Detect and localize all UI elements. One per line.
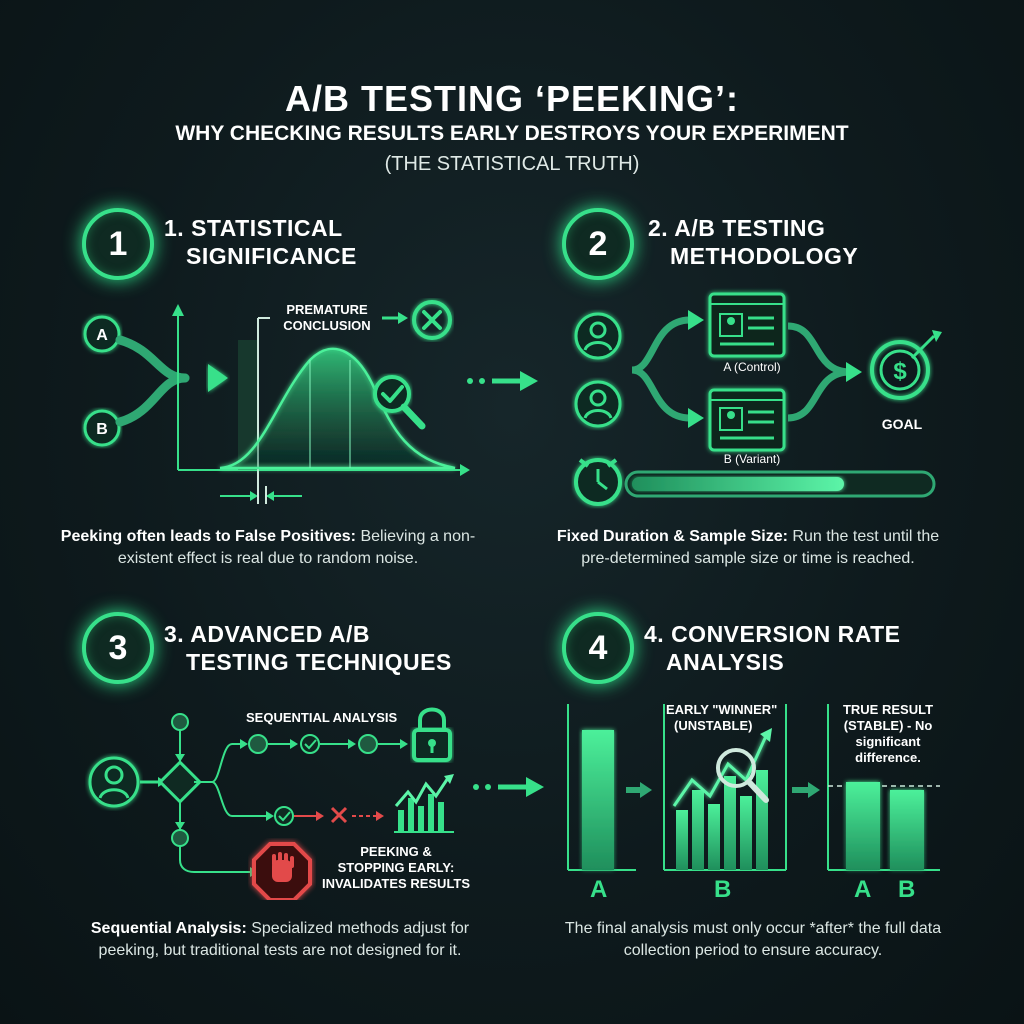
page-b-variant [708,388,786,452]
magnifier-icon [716,748,769,803]
bar-b-early-1 [676,810,688,870]
true-line4: difference. [855,750,921,765]
pair-label-a: A [854,876,872,903]
bar-b-early-3 [708,804,720,870]
section-2-caption-rest: Run the test until the pre-determined sa… [581,528,940,567]
bar-label-b: B [714,876,732,903]
merge-path-b [115,373,190,427]
bar-b-final [890,790,924,870]
variant-b-node: B [83,409,121,447]
duration-progress-fill [632,477,844,491]
peeking-line1: PEEKING & [360,844,432,859]
section-3-number-badge: 3 [82,612,154,684]
bar-b-early-4 [724,776,736,870]
early-winner-label: EARLY "WINNER" (UNSTABLE) [666,702,777,734]
section-1-diagram: A B [83,300,470,504]
user-icon-top [574,312,622,360]
true-line3: significant [855,734,921,749]
connector-arrow-3-4 [473,777,544,797]
true-line2: (STABLE) - No [843,718,933,733]
section-3-caption-rest: Specialized methods adjust for peeking, … [98,920,470,959]
bar-b-early-5 [740,796,752,870]
section-4-title-line2: ANALYSIS [666,649,785,675]
section-3-title-line2: TESTING TECHNIQUES [186,649,452,675]
goal-target-icon: $ [870,330,942,400]
true-line1: TRUE RESULT [842,702,934,717]
section-1-number: 1 [108,224,128,263]
section-4-diagram [567,704,940,871]
variant-label: B (Variant) [723,452,781,466]
connector-arrow-1-2 [467,371,538,391]
section-4-caption: The final analysis must only occur *afte… [564,920,942,959]
peeking-line2: STOPPING EARLY: [337,860,455,875]
section-2-title: 2. A/B TESTING METHODOLOGY [648,214,858,270]
goal-label: GOAL [881,416,923,432]
section-4-title-line1: 4. CONVERSION RATE [644,621,901,647]
label-b: B [96,421,108,438]
merge-path-a [115,335,190,383]
section-4-number: 4 [588,628,608,667]
user-icon-bottom [574,380,622,428]
pair-label-b: B [898,876,916,903]
section-2-number-badge: 2 [562,208,634,280]
lock-icon [412,707,452,762]
section-2-title-line1: 2. A/B TESTING [648,215,826,241]
premature-line1: PREMATURE [286,302,368,317]
svg-text:$: $ [893,358,907,385]
bar-label-a: A [590,876,608,903]
volatile-chart-icon [394,774,454,833]
section-3-caption: Sequential Analysis: Specialized methods… [60,918,500,962]
section-3-title: 3. ADVANCED A/B TESTING TECHNIQUES [164,620,452,676]
page-a-control [708,292,786,358]
stop-hand-icon [252,842,312,900]
page-title: A/B TESTING ‘PEEKING’: [284,78,740,119]
section-3-number: 3 [108,628,128,667]
variant-a-node: A [83,315,121,353]
bell-curve [219,347,456,470]
peeking-label: PEEKING & STOPPING EARLY: INVALIDATES RE… [316,844,476,892]
timer-icon [574,458,622,506]
page-subnote: (THE STATISTICAL TRUTH) [384,153,640,175]
section-1-number-badge: 1 [82,208,154,280]
section-2-diagram: $ [574,292,942,506]
section-1-caption-rest: Believing a non-existent effect is real … [117,528,476,567]
early-line1: EARLY "WINNER" [666,702,778,717]
bar-a-final [846,782,880,870]
section-3-caption-bold: Sequential Analysis: [90,920,247,937]
bar-b-early-6 [756,770,768,870]
section-1-title-line1: 1. STATISTICAL [164,215,343,241]
bar-b-early-2 [692,790,704,870]
decision-diamond [158,760,202,804]
section-1-title-line2: SIGNIFICANCE [186,243,357,269]
section-1-caption-bold: Peeking often leads to False Positives: [60,528,356,545]
reject-icon [412,300,452,340]
merge-arrow-head [208,364,228,392]
section-4-title: 4. CONVERSION RATE ANALYSIS [644,620,901,676]
control-label: A (Control) [723,360,781,374]
section-2-number: 2 [588,224,608,263]
user-icon [88,756,140,808]
true-result-label: TRUE RESULT (STABLE) - No significant di… [834,702,942,766]
section-4-number-badge: 4 [562,612,634,684]
fail-x-icon [330,806,348,824]
premature-conclusion-label: PREMATURE CONCLUSION [262,302,392,334]
premature-line2: CONCLUSION [283,318,371,333]
label-a: A [96,327,108,344]
sequential-analysis-label: SEQUENTIAL ANALYSIS [246,710,398,725]
magnifier-check-icon [373,375,426,430]
bar-a-early [582,730,614,870]
section-1-title: 1. STATISTICAL SIGNIFICANCE [164,214,357,270]
section-3-diagram [88,707,454,900]
section-1-caption: Peeking often leads to False Positives: … [60,526,476,570]
section-2-caption-bold: Fixed Duration & Sample Size: [556,528,788,545]
page-subtitle: WHY CHECKING RESULTS EARLY DESTROYS YOUR… [175,122,849,145]
section-3-title-line1: 3. ADVANCED A/B [164,621,370,647]
section-2-caption: Fixed Duration & Sample Size: Run the te… [548,526,948,570]
peeking-line3: INVALIDATES RESULTS [321,876,471,891]
early-line2: (UNSTABLE) [674,718,753,733]
section-2-title-line2: METHODOLOGY [670,243,859,269]
